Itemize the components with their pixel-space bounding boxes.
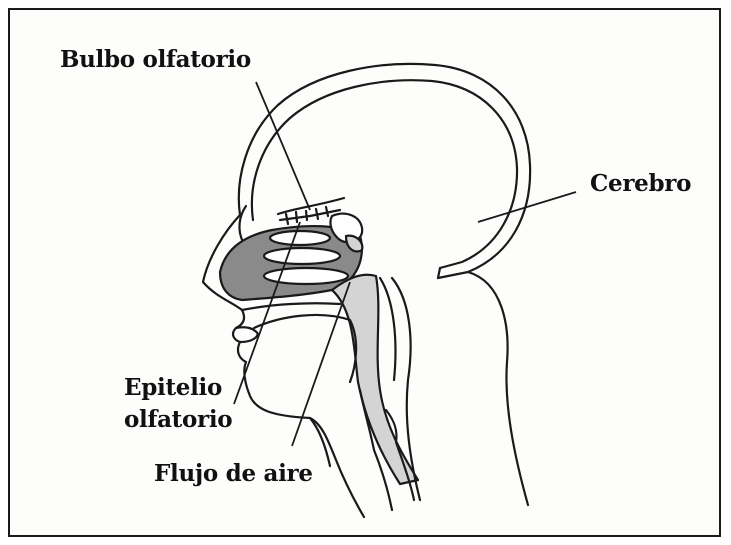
hard-palate [242, 303, 340, 310]
label-cerebro: Cerebro [590, 170, 691, 198]
turbinate-middle [264, 248, 340, 264]
head-cross-section [10, 10, 721, 537]
label-flujo-de-aire: Flujo de aire [154, 460, 313, 488]
turbinate-superior [270, 231, 330, 245]
label-epitelio-line2: olfatorio [124, 406, 232, 434]
back-of-head [468, 272, 528, 505]
label-bulbo-olfatorio: Bulbo olfatorio [60, 46, 251, 74]
diagram-frame: Bulbo olfatorio Cerebro Epitelio olfator… [8, 8, 721, 537]
tongue [254, 315, 356, 382]
leader-flujo [292, 282, 350, 446]
label-epitelio-line1: Epitelio [124, 374, 222, 402]
turbinate-inferior [264, 268, 348, 284]
